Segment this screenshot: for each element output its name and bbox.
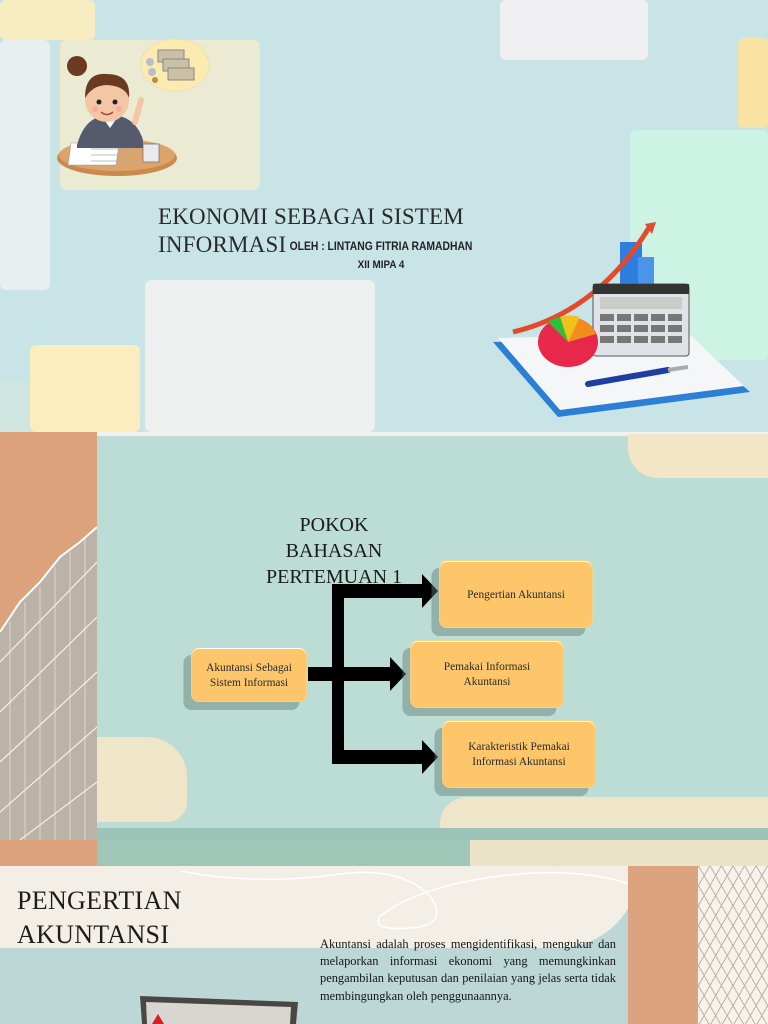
title-line: AKUNTANSI	[17, 920, 170, 949]
branch-arrows	[308, 574, 438, 774]
top-strip	[0, 432, 768, 436]
bg-blob	[30, 345, 140, 432]
left-grid-pattern	[0, 526, 97, 840]
class-name: XII MIPA 4	[357, 259, 405, 271]
title-line: BAHASAN	[285, 540, 383, 562]
topic-box-karakteristik: Karakteristik Pemakai Informasi Akuntans…	[442, 720, 596, 788]
bg-blob	[145, 280, 375, 432]
woman-accountant-illustration	[57, 38, 210, 176]
finance-chart-calculator-illustration	[493, 222, 750, 417]
cream-wave	[0, 866, 640, 948]
white-squiggle	[180, 870, 636, 930]
laptop-illustration	[140, 996, 298, 1024]
bottom-paper	[440, 797, 768, 833]
slide-topics: POKOK BAHASAN PERTEMUAN 1 Akuntansi Seba…	[0, 432, 768, 840]
section-title: PENGERTIAN AKUNTANSI	[17, 884, 182, 952]
bg-blob	[500, 0, 648, 60]
bottom-left-paper	[97, 737, 187, 822]
topic-box-pemakai: Pemakai Informasi Akuntansi	[410, 640, 564, 708]
title-line: PERTEMUAN 1	[265, 566, 403, 588]
bg-blob	[0, 0, 95, 40]
slide-title: EKONOMI SEBAGAI SISTEM INFORMASI OLEH : …	[0, 0, 768, 432]
bg-blob	[738, 38, 768, 128]
title-line: PENGERTIAN	[17, 886, 182, 915]
presentation-title: EKONOMI SEBAGAI SISTEM INFORMASI	[158, 204, 464, 257]
slide-definition: PENGERTIAN AKUNTANSI Akuntansi adalah pr…	[0, 840, 768, 1024]
root-topic-box: Akuntansi Sebagai Sistem Informasi	[191, 647, 307, 702]
top-right-paper	[470, 840, 768, 866]
title-line: POKOK	[299, 514, 369, 536]
bg-blob	[0, 380, 30, 432]
right-orange-panel	[628, 866, 698, 1024]
author-name: OLEH : LINTANG FITRIA RAMADHAN	[289, 241, 473, 253]
right-net-panel	[698, 866, 768, 1024]
top-left-orange	[0, 840, 97, 866]
topic-box-pengertian: Pengertian Akuntansi	[439, 560, 593, 628]
definition-paragraph: Akuntansi adalah proses mengidentifikasi…	[320, 937, 616, 1003]
section-title: POKOK BAHASAN PERTEMUAN 1	[264, 512, 404, 590]
bottom-strip	[97, 828, 768, 840]
bg-blob	[0, 40, 50, 290]
author-info: OLEH : LINTANG FITRIA RAMADHAN XII MIPA …	[282, 238, 480, 274]
top-right-paper	[628, 434, 768, 478]
